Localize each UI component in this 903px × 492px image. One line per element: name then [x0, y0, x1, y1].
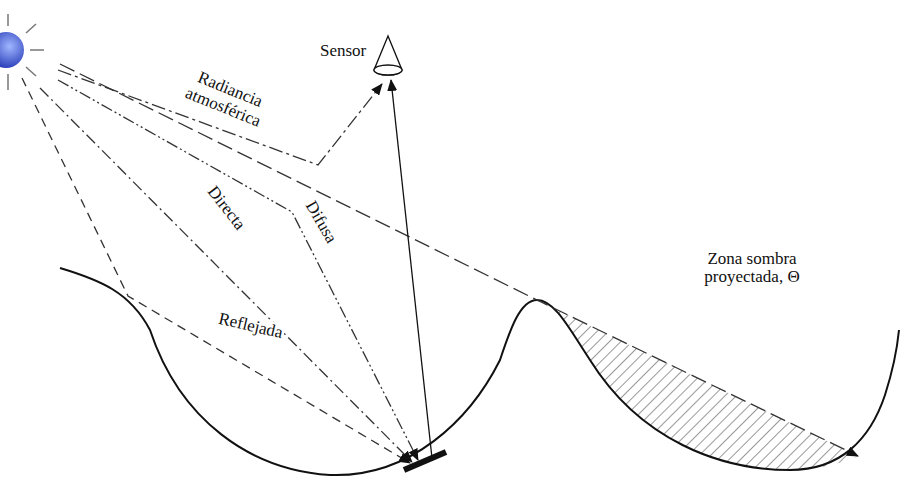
sensor-ray [391, 80, 432, 458]
radiation-label: Radiancia atmosférica [168, 60, 283, 135]
radiation-label: Reflejada [214, 309, 286, 343]
target-surface [404, 452, 446, 470]
sensor-label: Sensor [318, 42, 368, 61]
radiation-label: Difusa [300, 196, 341, 248]
shadow-ray [60, 64, 858, 456]
shadow-zone-label: Zona sombra proyectada, Θ [689, 250, 815, 287]
terrain-profile [60, 268, 899, 475]
radiation-label: Directa [202, 181, 250, 235]
reflected-ray [22, 78, 410, 463]
sensor-symbol [374, 36, 402, 75]
direct-ray [40, 88, 412, 462]
diffuse-ray [58, 80, 418, 460]
shadow-zone [537, 300, 858, 470]
